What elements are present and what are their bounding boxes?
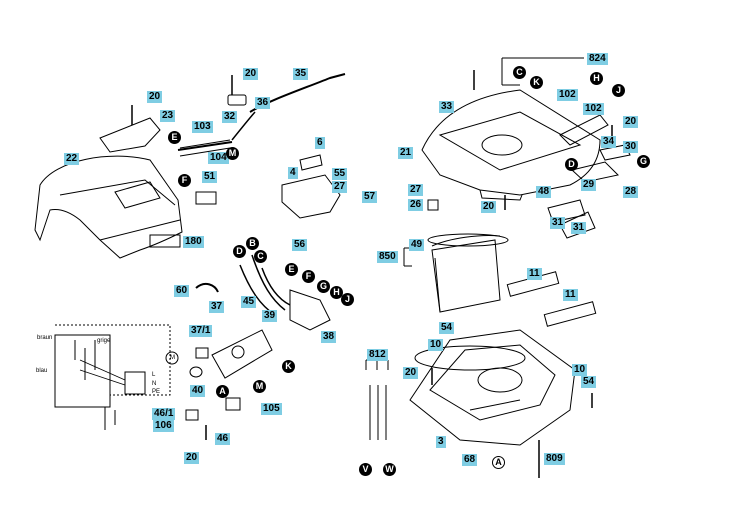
- wire-label: L: [152, 372, 156, 378]
- ref-marker: K: [282, 360, 295, 373]
- ref-marker: K: [530, 76, 543, 89]
- ref-marker: G: [637, 155, 650, 168]
- part-label: 54: [439, 322, 455, 334]
- wire-label: grige: [97, 338, 111, 344]
- part-label: 27: [332, 181, 348, 193]
- ref-marker: G: [317, 280, 330, 293]
- part-label: 23: [160, 110, 176, 122]
- wire-label: blau: [36, 368, 48, 374]
- top-housing: [421, 89, 601, 201]
- ref-marker: H: [330, 286, 343, 299]
- part-label: 35: [293, 68, 309, 80]
- wiring-box: [54, 324, 179, 430]
- ref-marker: D: [233, 245, 246, 258]
- part-label: 37: [209, 301, 225, 313]
- part-label: 180: [183, 236, 204, 248]
- part-label: 102: [583, 103, 604, 115]
- ref-marker: M: [253, 380, 266, 393]
- part-label: 20: [147, 91, 163, 103]
- ref-marker: F: [178, 174, 191, 187]
- part-label: 104: [208, 152, 229, 164]
- ref-marker: C: [254, 250, 267, 263]
- ref-marker: H: [590, 72, 603, 85]
- part-label: 29: [581, 179, 597, 191]
- ref-marker: E: [168, 131, 181, 144]
- part-label: 49: [409, 239, 425, 251]
- part-label: 48: [536, 186, 552, 198]
- part-label: 31: [550, 217, 566, 229]
- part-label: 10: [572, 364, 588, 376]
- ref-marker: V: [359, 463, 372, 476]
- part-label: 32: [222, 111, 238, 123]
- ref-marker: W: [383, 463, 396, 476]
- part-label: 6: [315, 137, 325, 149]
- part-label: 38: [321, 331, 337, 343]
- part-label: 809: [544, 453, 565, 465]
- part-label: 54: [581, 376, 597, 388]
- wire-label: N: [152, 381, 157, 387]
- part-label: 68: [462, 454, 478, 466]
- motor-cover: [34, 155, 183, 259]
- part-label: 4: [288, 167, 298, 179]
- part-label: 60: [174, 285, 190, 297]
- ref-marker: A: [216, 385, 229, 398]
- part-label: 102: [557, 89, 578, 101]
- wire-label: M: [170, 355, 175, 361]
- part-label: 105: [261, 403, 282, 415]
- part-label: 26: [408, 199, 424, 211]
- wire-label: braun: [37, 335, 53, 341]
- part-label: 31: [571, 222, 587, 234]
- part-label: 22: [64, 153, 80, 165]
- ref-marker: D: [565, 158, 578, 171]
- part-label: 33: [439, 101, 455, 113]
- part-label: 46: [215, 433, 231, 445]
- ref-marker: M: [226, 147, 239, 160]
- part-label: 11: [563, 289, 578, 301]
- part-label: 20: [184, 452, 200, 464]
- ref-marker: J: [341, 293, 354, 306]
- part-label: 20: [481, 201, 497, 213]
- part-label: 36: [255, 97, 271, 109]
- part-label: 55: [332, 168, 348, 180]
- ref-marker: A: [492, 456, 505, 469]
- part-label: 45: [241, 296, 257, 308]
- part-label: 28: [623, 186, 639, 198]
- part-label: 21: [398, 147, 414, 159]
- part-label: 46/1: [152, 408, 176, 420]
- part-label: 812: [367, 349, 388, 361]
- part-label: 40: [190, 385, 206, 397]
- part-label: 103: [192, 121, 213, 133]
- ref-marker: E: [285, 263, 298, 276]
- part-label: 30: [623, 141, 639, 153]
- part-label: 3: [436, 436, 446, 448]
- part-label: 20: [243, 68, 259, 80]
- part-label: 27: [408, 184, 424, 196]
- part-label: 20: [623, 116, 639, 128]
- part-label: 850: [377, 251, 398, 263]
- part-label: 57: [362, 191, 378, 203]
- ref-marker: B: [246, 237, 259, 250]
- part-label: 106: [153, 420, 174, 432]
- part-label: 34: [601, 136, 617, 148]
- part-label: 39: [262, 310, 278, 322]
- part-label: 10: [428, 339, 444, 351]
- wire-label: PE: [152, 389, 161, 395]
- part-label: 20: [403, 367, 419, 379]
- ref-marker: C: [513, 66, 526, 79]
- part-label: 37/1: [189, 325, 213, 337]
- part-label: 56: [292, 239, 308, 251]
- part-label: 11: [527, 268, 542, 280]
- part-label: 51: [202, 171, 218, 183]
- part-label: 824: [587, 53, 608, 65]
- ref-marker: F: [302, 270, 315, 283]
- ref-marker: J: [612, 84, 625, 97]
